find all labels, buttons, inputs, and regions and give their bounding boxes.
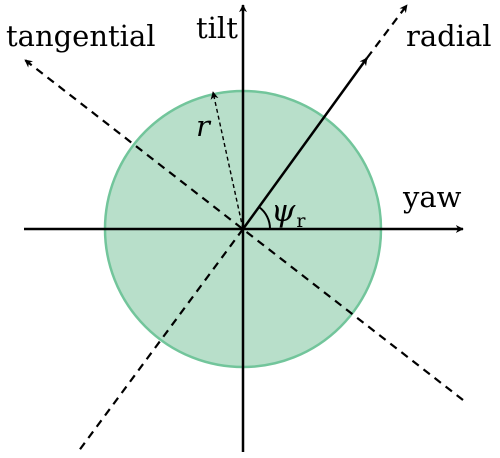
tangential-axis — [24, 59, 464, 401]
yaw-label: yaw — [403, 180, 462, 214]
radius-arrow — [210, 91, 244, 230]
radial-dashed-extension — [366, 4, 408, 59]
tangential-label: tangential — [6, 19, 156, 53]
radius-label: r — [196, 109, 210, 143]
radial-label: radial — [406, 19, 492, 53]
tilt-label: tilt — [196, 11, 238, 45]
angle-arc — [258, 206, 272, 230]
angle-symbol: ψ — [271, 193, 296, 229]
radial-solid — [241, 57, 369, 230]
angle-label: ψr — [271, 193, 306, 232]
angle-subscript: r — [296, 210, 306, 232]
radial-dashed-back — [77, 228, 244, 453]
